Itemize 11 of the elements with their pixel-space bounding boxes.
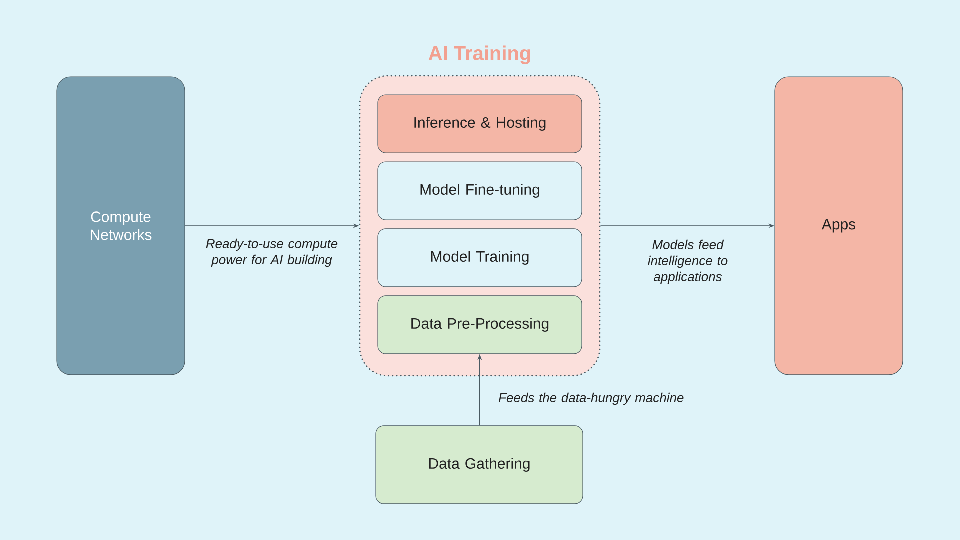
node-label: AI Training bbox=[428, 46, 530, 64]
edge-label: Feeds the data-hungry machine bbox=[498, 392, 684, 406]
process-box: Data Gathering bbox=[376, 426, 584, 504]
edge-label: Models feed intelligence to applications bbox=[648, 240, 728, 284]
process-box: Model Training bbox=[378, 228, 582, 288]
process-box: Data Pre-Processing bbox=[378, 296, 582, 354]
edge-label: Ready-to-use compute power for AI building bbox=[206, 238, 338, 268]
process-box: Inference & Hosting bbox=[378, 94, 582, 154]
network-box: Compute Networks bbox=[56, 76, 186, 376]
process-box: Model Fine-tuning bbox=[378, 162, 582, 220]
app-box: Apps bbox=[774, 76, 904, 376]
